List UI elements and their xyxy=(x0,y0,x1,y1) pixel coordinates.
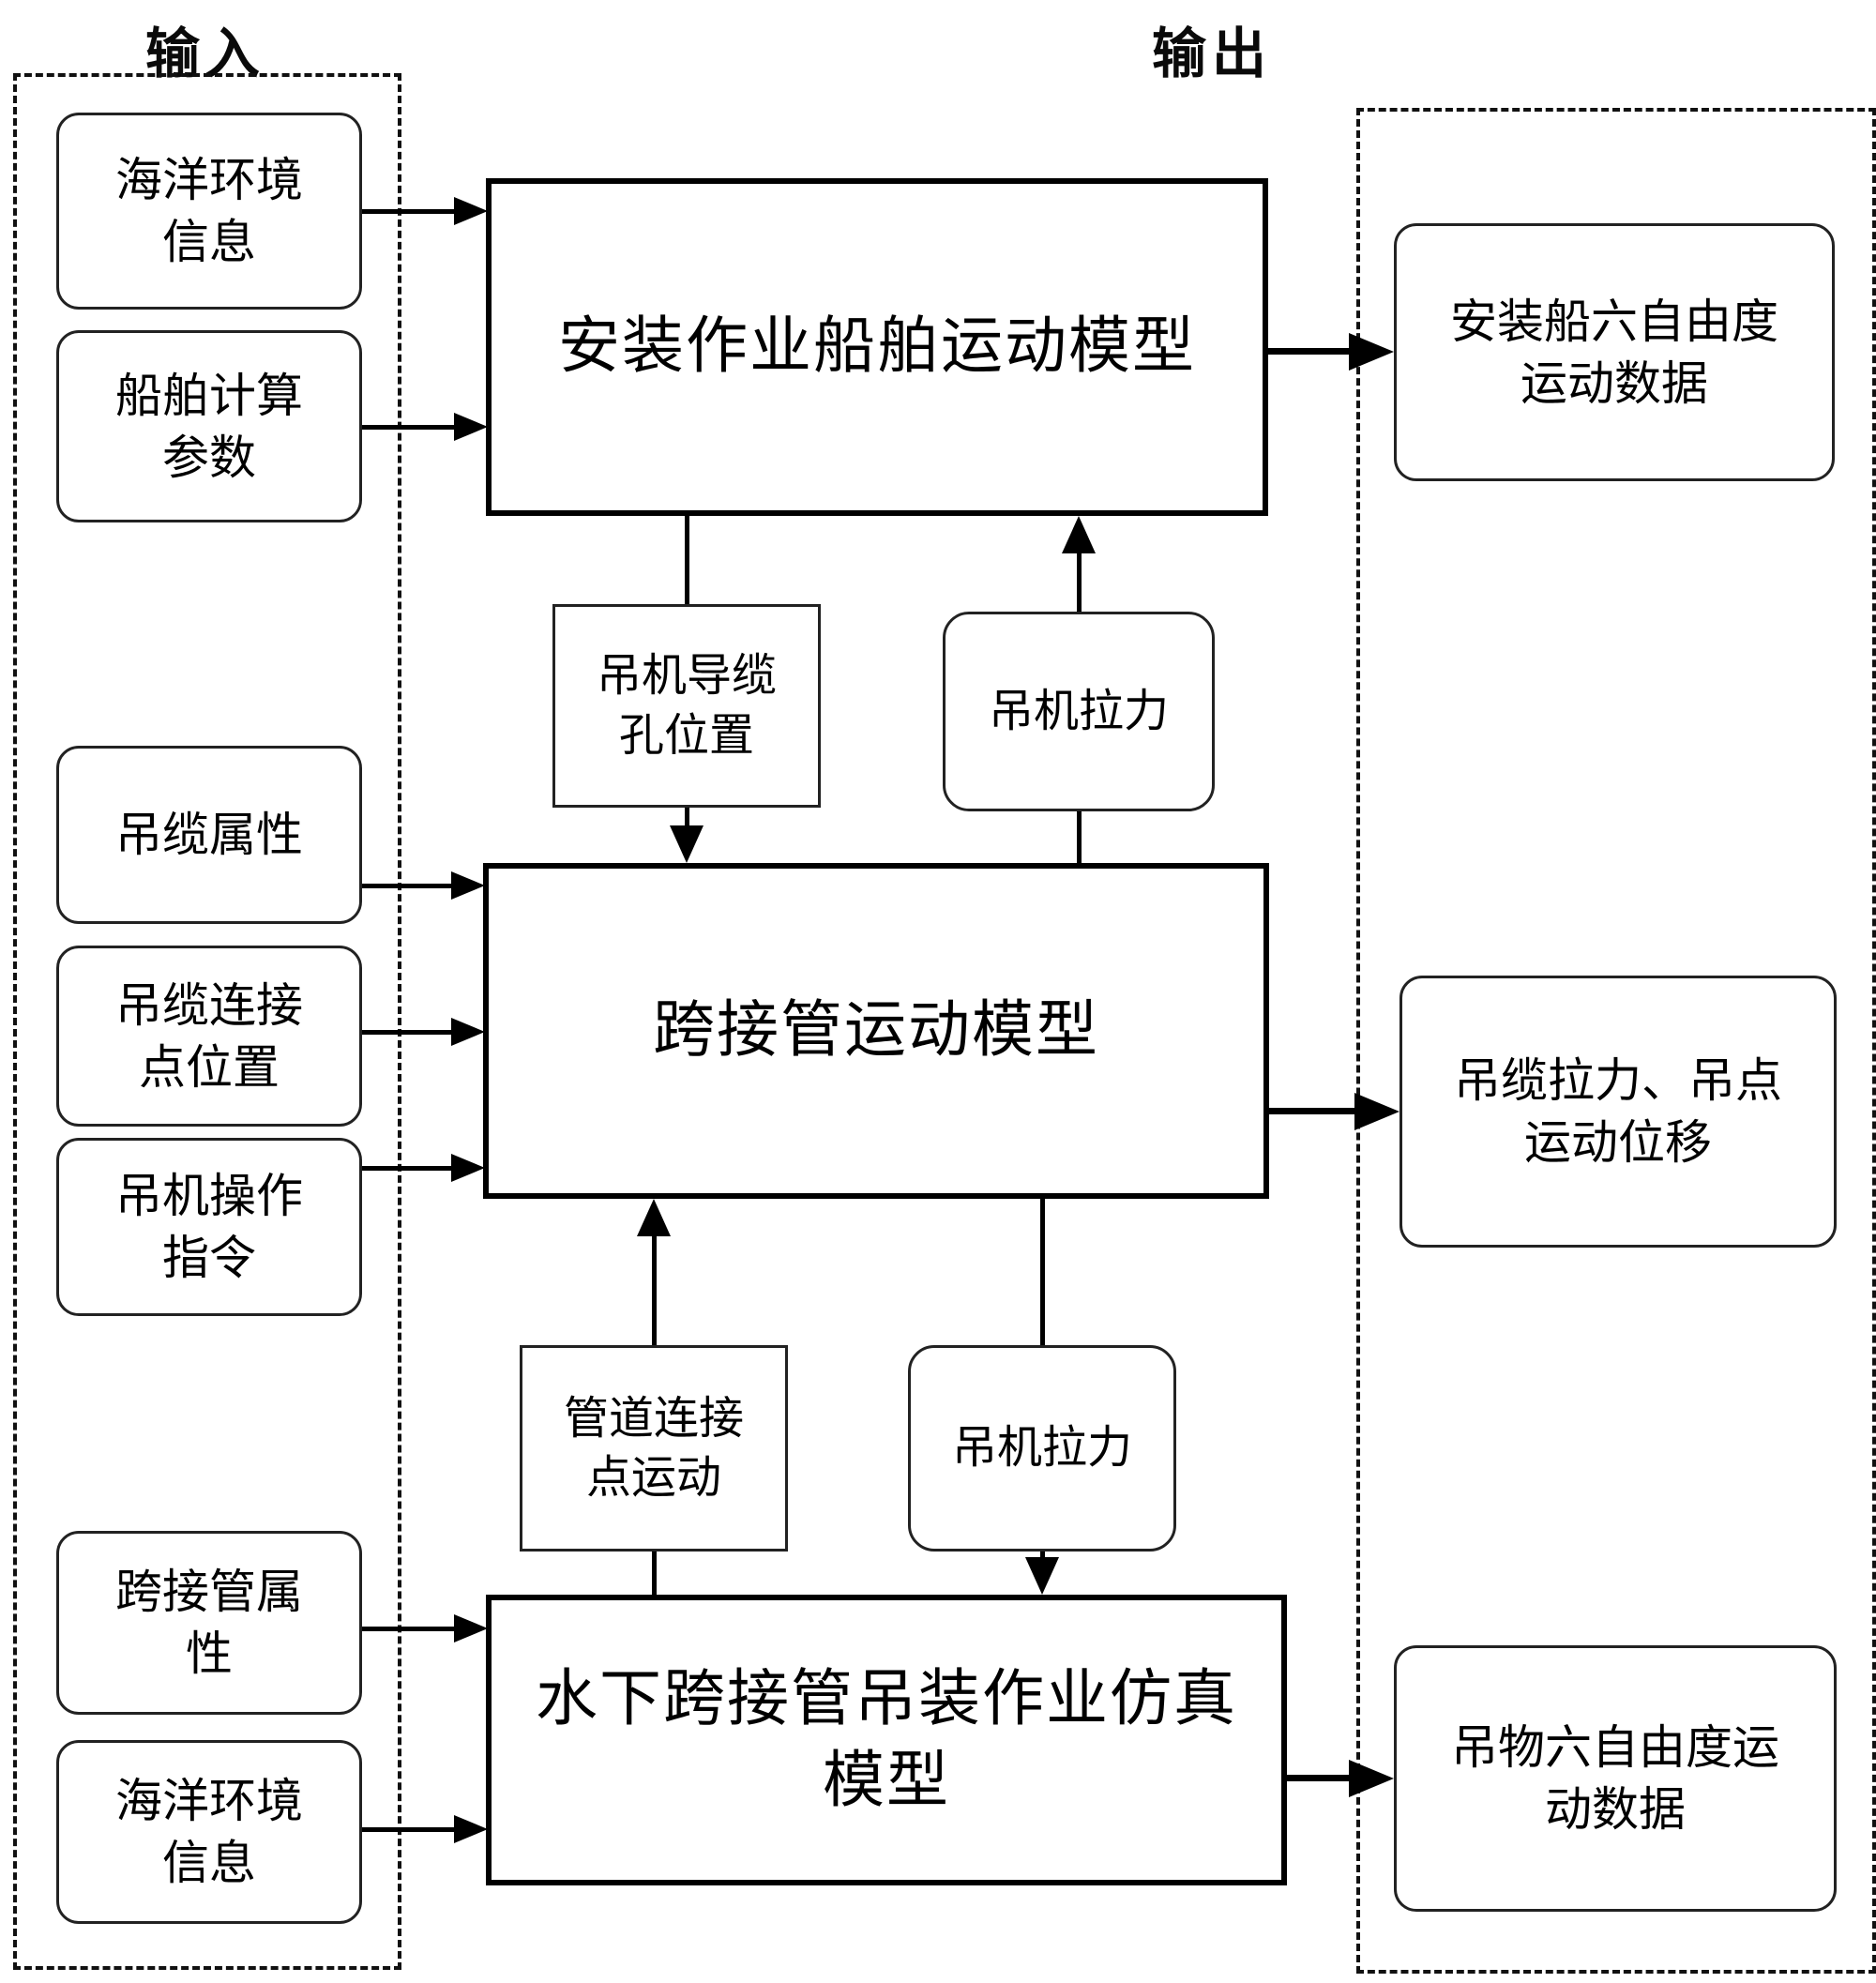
connector-box-label: 吊机拉力 xyxy=(988,686,1169,736)
input-panel-border xyxy=(13,73,401,1970)
input-box-ship-params: 船舶计算 参数 xyxy=(56,330,362,522)
input-box-crane-commands: 吊机操作 指令 xyxy=(56,1138,362,1316)
connector-box-label: 吊机导缆 孔位置 xyxy=(596,651,777,761)
input-box-jumper-props: 跨接管属 性 xyxy=(56,1531,362,1715)
model-box-label: 水下跨接管吊装作业仿真 模型 xyxy=(536,1664,1237,1815)
vessel-6dof-output-box: 安装船六自由度 运动数据 xyxy=(1394,223,1835,481)
input-box-ocean-env-2: 海洋环境 信息 xyxy=(56,1740,362,1924)
input-box-label: 跨接管属 性 xyxy=(115,1566,303,1680)
input-box-label: 海洋环境 信息 xyxy=(115,1775,303,1889)
input-box-label: 吊缆属性 xyxy=(115,809,303,861)
output-box-label: 安装船六自由度 运动数据 xyxy=(1450,295,1778,410)
payload-6dof-output-box: 吊物六自由度运 动数据 xyxy=(1394,1645,1837,1912)
input-box-ocean-env-1: 海洋环境 信息 xyxy=(56,113,362,310)
input-box-label: 吊缆连接 点位置 xyxy=(115,978,303,1094)
output-panel-border xyxy=(1356,108,1876,1974)
input-box-label: 船舶计算 参数 xyxy=(115,369,303,484)
input-box-label: 海洋环境 信息 xyxy=(115,154,303,268)
input-box-sling-props: 吊缆属性 xyxy=(56,746,362,924)
output-group-label: 输出 xyxy=(1152,23,1273,84)
input-box-label: 吊机操作 指令 xyxy=(115,1170,303,1284)
crane-tension-lower-box: 吊机拉力 xyxy=(908,1345,1176,1552)
sling-tension-output-box: 吊缆拉力、吊点 运动位移 xyxy=(1399,976,1837,1248)
connector-box-label: 管道连接 点运动 xyxy=(563,1393,744,1503)
pipe-connection-motion-box: 管道连接 点运动 xyxy=(520,1345,788,1552)
model-box-label: 安装作业船舶运动模型 xyxy=(558,312,1196,382)
model-box-label: 跨接管运动模型 xyxy=(653,996,1099,1066)
input-box-sling-connection: 吊缆连接 点位置 xyxy=(56,946,362,1127)
simulation-model-box: 水下跨接管吊装作业仿真 模型 xyxy=(486,1595,1287,1885)
jumper-motion-model-box: 跨接管运动模型 xyxy=(483,863,1269,1199)
fairlead-position-box: 吊机导缆 孔位置 xyxy=(552,604,821,808)
output-box-label: 吊物六自由度运 动数据 xyxy=(1451,1721,1779,1836)
output-box-label: 吊缆拉力、吊点 运动位移 xyxy=(1454,1054,1782,1169)
connector-box-label: 吊机拉力 xyxy=(951,1423,1132,1474)
crane-tension-upper-box: 吊机拉力 xyxy=(943,612,1215,811)
vessel-motion-model-box: 安装作业船舶运动模型 xyxy=(486,178,1268,516)
